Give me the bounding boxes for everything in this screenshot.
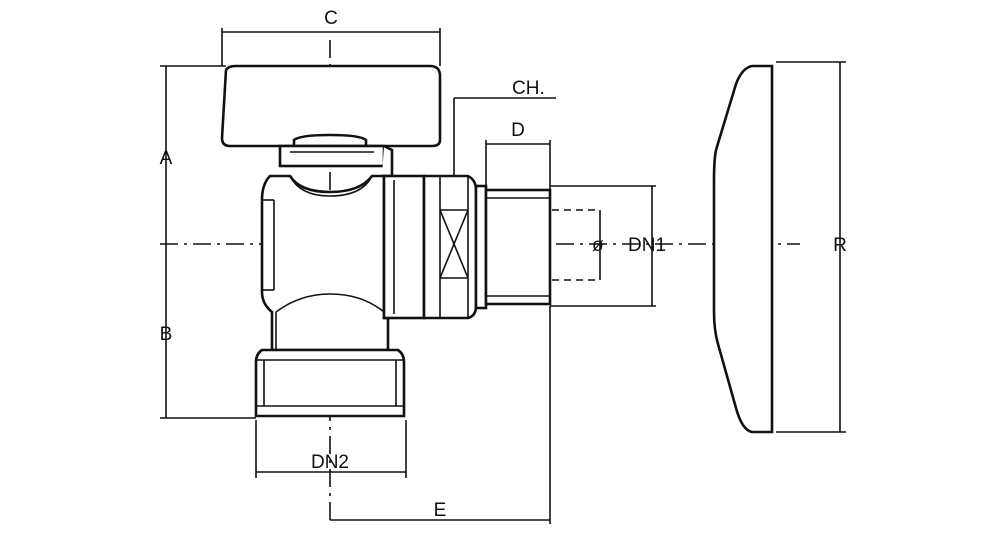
- label-ch: CH.: [512, 78, 545, 99]
- handle-lever: [220, 64, 442, 148]
- valve-body: [260, 174, 390, 352]
- handle-profile: [712, 64, 774, 434]
- dimensions: [160, 28, 846, 524]
- outlet-collar: [382, 174, 426, 320]
- dimension-labels: C A B CH. D ø DN1 R DN2 E: [160, 8, 847, 521]
- label-dn1: DN1: [628, 235, 666, 256]
- label-dn2: DN2: [311, 452, 349, 473]
- threaded-spigot: [484, 188, 552, 306]
- label-r: R: [833, 235, 847, 256]
- label-c: C: [324, 8, 338, 29]
- label-e: E: [434, 500, 447, 521]
- body-shell: [260, 174, 390, 352]
- side-outlet: [382, 174, 600, 320]
- label-b: B: [160, 324, 173, 345]
- union-nut: [254, 348, 406, 418]
- label-a: A: [160, 148, 173, 169]
- handle-side-view: [712, 64, 774, 434]
- label-phi: ø: [592, 235, 604, 256]
- stem-nut: [278, 144, 386, 168]
- stem-top: [292, 133, 368, 148]
- handle-front-view: [220, 64, 442, 178]
- bottom-nut: [254, 348, 406, 418]
- label-d: D: [511, 120, 525, 141]
